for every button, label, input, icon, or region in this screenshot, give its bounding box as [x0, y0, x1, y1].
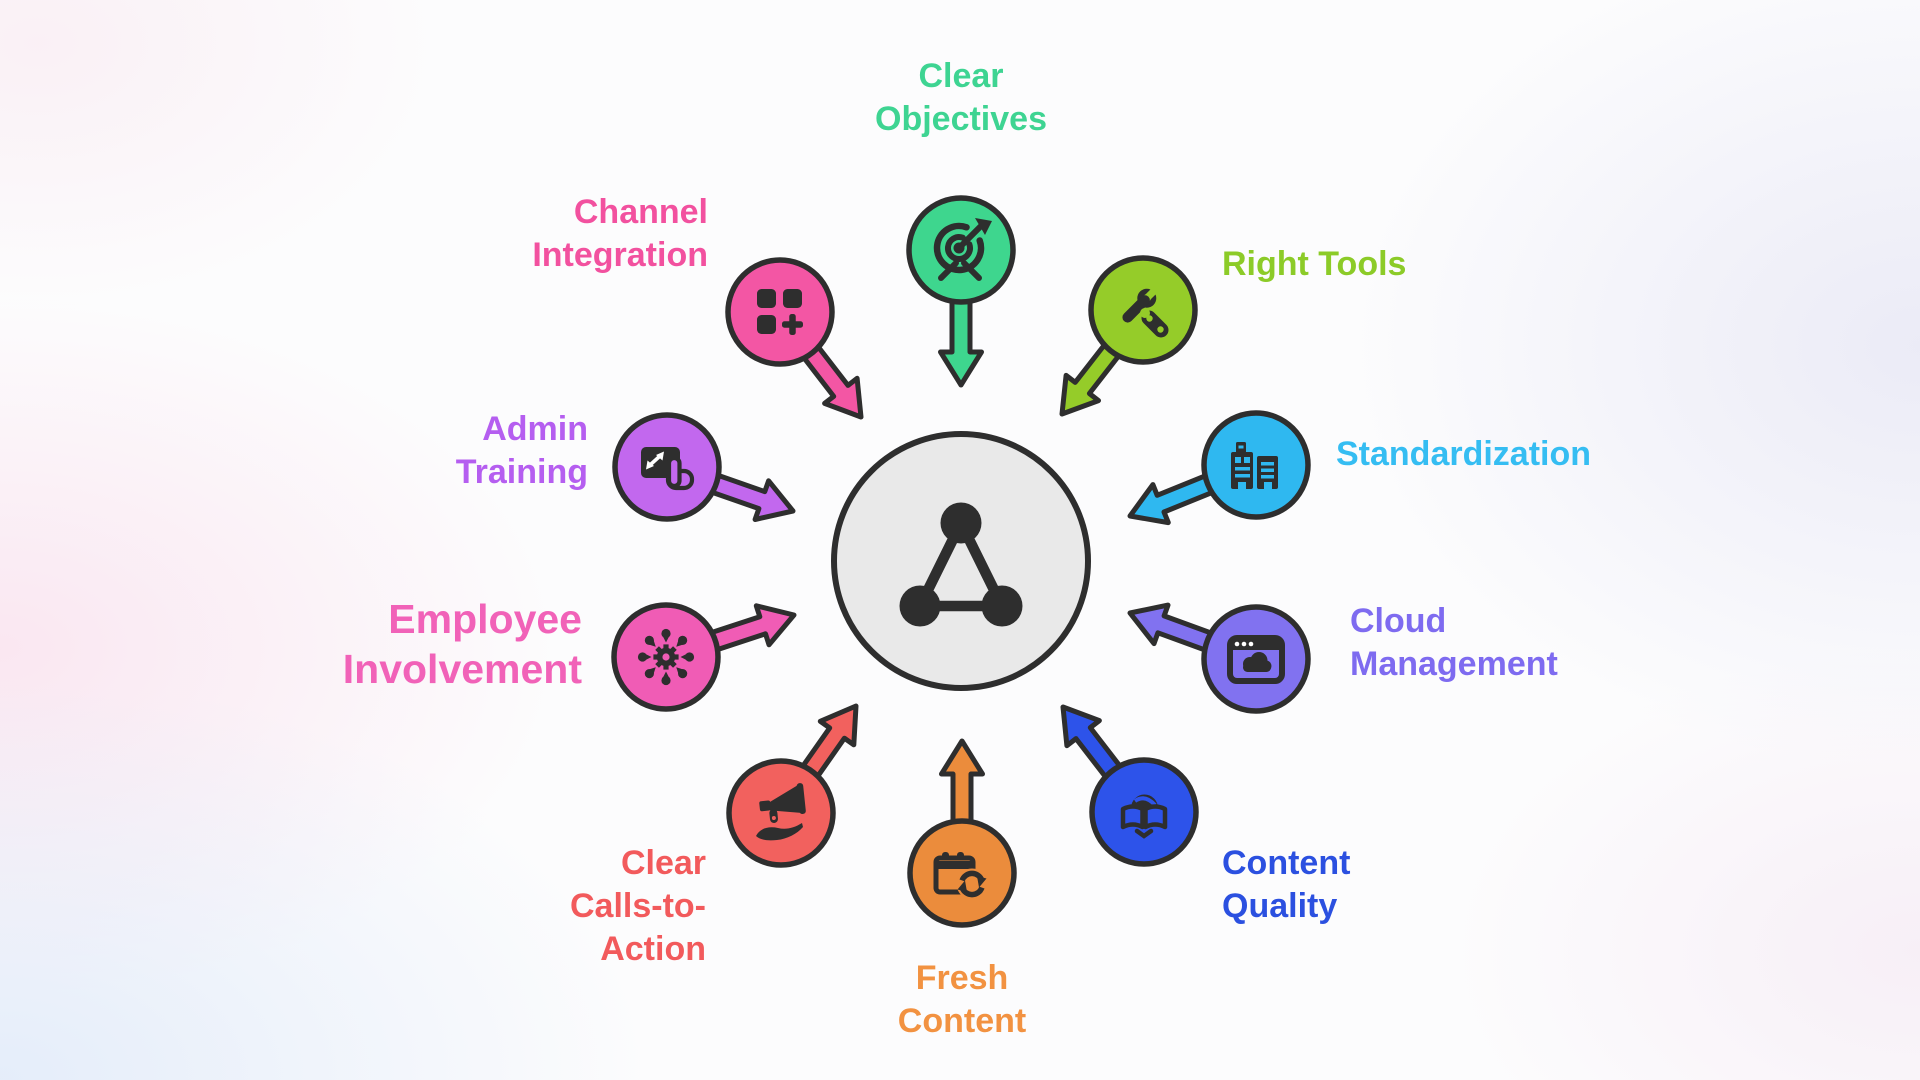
node-label-line: Admin — [482, 410, 588, 448]
buildings-icon — [1231, 442, 1278, 489]
target-arrow-icon — [933, 218, 992, 281]
megaphone-hand-icon — [756, 783, 806, 841]
node-label-line: Right Tools — [1222, 245, 1407, 283]
network-nodes-icon — [899, 502, 1023, 627]
node-cloud-management — [1201, 604, 1311, 714]
node-content-quality — [1089, 757, 1199, 867]
screen-touch-icon — [641, 447, 695, 491]
node-standardization — [1201, 410, 1311, 520]
node-label-line: Fresh — [915, 959, 1009, 997]
hub-gear-icon — [637, 628, 695, 686]
node-fresh-content — [907, 818, 1017, 928]
node-label-line: Integration — [532, 236, 708, 274]
node-label-line: Quality — [1222, 887, 1338, 925]
node-label-line: Objectives — [875, 100, 1047, 138]
tools-icon — [1122, 285, 1169, 338]
node-employee-involvement — [611, 602, 721, 712]
node-label-line: Action — [600, 930, 706, 968]
browser-cloud-icon — [1227, 635, 1285, 684]
node-clear-objectives — [906, 195, 1016, 305]
node-label-right-tools: Right Tools — [1222, 243, 1406, 286]
node-label-line: Channel — [573, 193, 708, 231]
node-channel-integration — [725, 257, 835, 367]
node-label-line: Standardization — [1336, 435, 1592, 473]
node-admin-training — [612, 412, 722, 522]
node-label-line: Clear — [918, 57, 1004, 95]
node-label-standardization: Standardization — [1336, 433, 1591, 476]
hub-node — [831, 431, 1091, 691]
node-label-line: Clear — [620, 844, 706, 882]
node-label-line: Involvement — [342, 646, 582, 692]
grid-plus-icon — [757, 289, 803, 335]
calendar-refresh-icon — [933, 852, 988, 900]
node-label-line: Content — [1222, 844, 1351, 882]
node-label-line: Content — [897, 1002, 1027, 1040]
node-label-line: Cloud — [1350, 602, 1447, 640]
node-right-tools — [1088, 255, 1198, 365]
node-label-line: Management — [1350, 645, 1558, 683]
node-clear-calls-to-action — [726, 758, 836, 868]
node-label-line: Training — [455, 453, 588, 491]
node-label-line: Employee — [388, 596, 582, 642]
node-label-line: Calls-to- — [570, 887, 706, 925]
reading-book-icon — [1120, 794, 1168, 839]
